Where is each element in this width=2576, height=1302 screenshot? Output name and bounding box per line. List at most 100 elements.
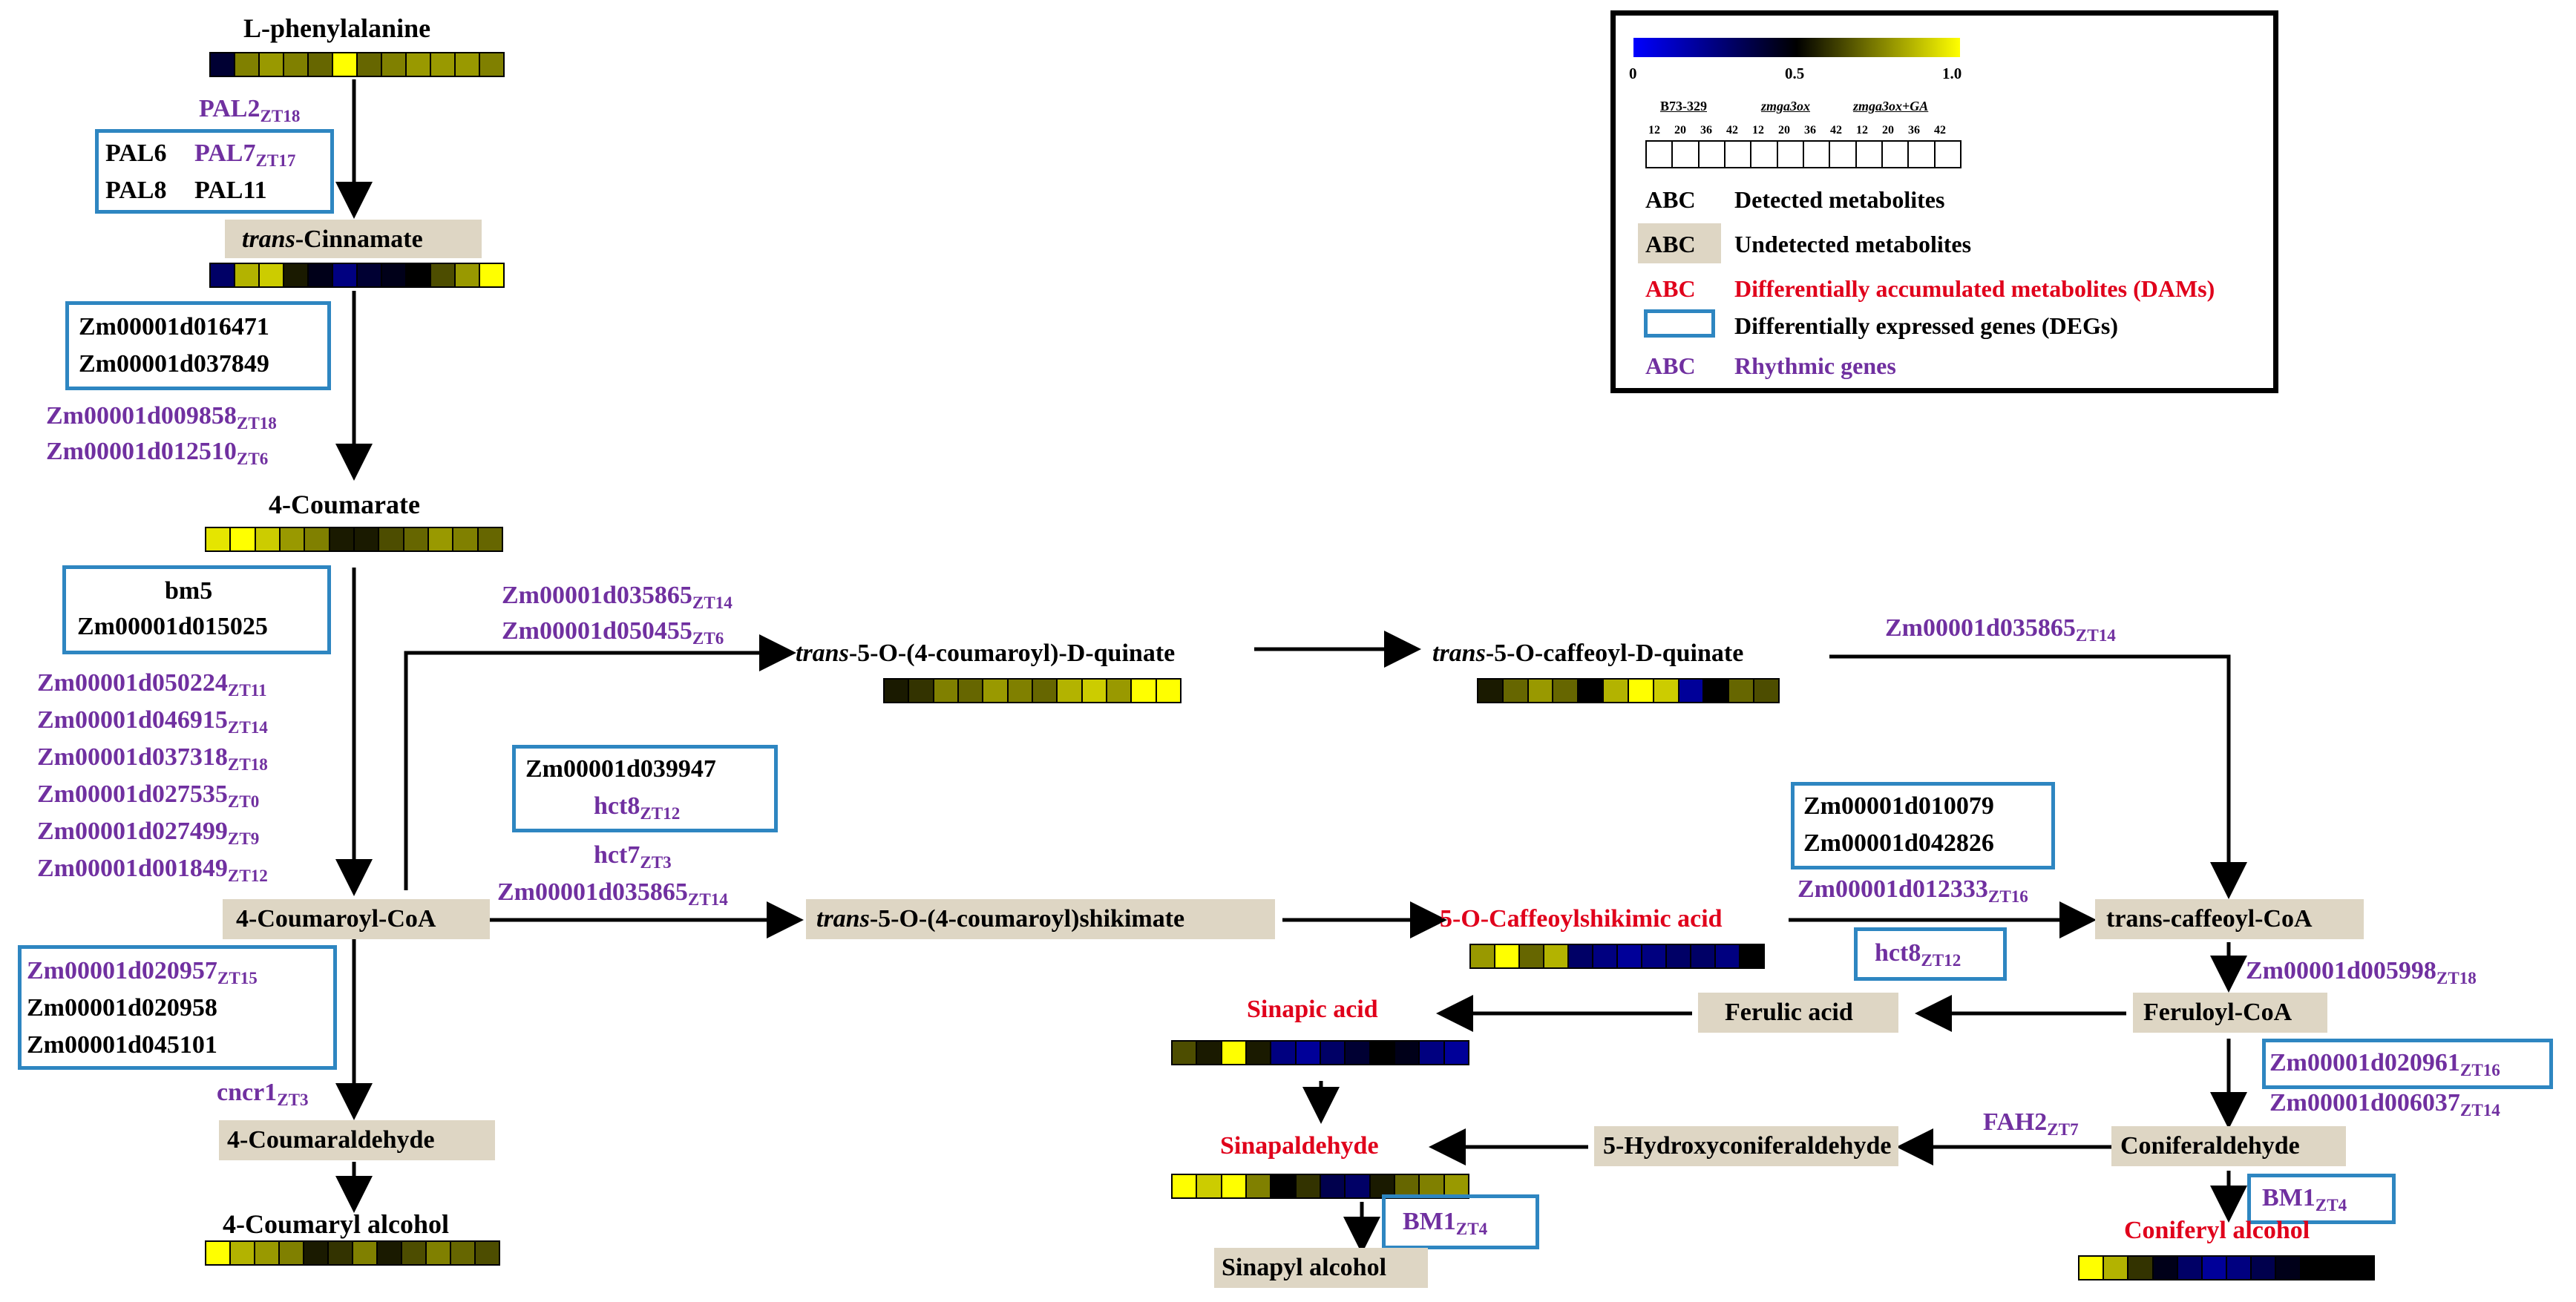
heatmap-cell-trans-cinnamate-11 (456, 264, 480, 286)
heatmap-cell-sinapic-acid-10 (1394, 1042, 1420, 1064)
heatmap-cell-l-phenylalanine-6 (333, 53, 358, 76)
gene-c4h-c: Zm00001d009858ZT18 (46, 402, 277, 433)
gene-4cl-a: Zm00001d015025 (77, 613, 268, 640)
heatmap-cell-sinapic-acid-5 (1271, 1042, 1297, 1064)
gene-hct8b: hct8ZT12 (1875, 939, 1962, 970)
heatmap-cell-sinapic-acid-9 (1370, 1042, 1395, 1064)
heatmap-cell-coumaroyl-quinate-7 (1032, 680, 1058, 702)
heatmap-4-coumaryl-alcohol (205, 1240, 500, 1266)
gene-c3h-c: Zm00001d012333ZT16 (1797, 875, 2028, 907)
gene-caffeoyl-quinate: Zm00001d035865ZT14 (1885, 614, 2116, 645)
heatmap-4-coumarate (205, 527, 503, 552)
gene-c3h-a: Zm00001d010079 (1803, 792, 1994, 820)
heatmap-cell-coumarate-11 (453, 528, 479, 550)
heatmap-cell-l-phenylalanine-1 (211, 53, 235, 76)
legend-rhythmic-label: Rhythmic genes (1734, 352, 1896, 379)
deg-box-c4h (65, 301, 331, 390)
heatmap-cell-caffeoylshikimic-2 (1495, 945, 1520, 967)
box-4-coumaroyl-coa (223, 899, 490, 939)
deg-box-bm1a (1382, 1194, 1539, 1249)
legend-zt-label-2: 20 (1674, 124, 1686, 137)
legend-zt-label-10: 20 (1882, 124, 1894, 137)
heatmap-cell-l-phenylalanine-9 (407, 53, 431, 76)
heatmap-cell-caffeoyl-quinate-12 (1754, 680, 1778, 702)
metabolite-trans-caffeoyl-coa: trans-caffeoyl-CoA (2106, 905, 2313, 933)
deg-box-c3h (1791, 782, 2055, 869)
gene-ccr-a: Zm00001d020957ZT15 (27, 957, 258, 988)
heatmap-cell-trans-cinnamate-3 (260, 264, 284, 286)
heatmap-sinapic-acid (1171, 1040, 1469, 1065)
gene-4cl-f: Zm00001d027499ZT9 (37, 818, 260, 849)
heatmap-cell-coumaryl-alcohol-7 (353, 1242, 378, 1264)
heatmap-cell-coniferyl-alcohol-2 (2104, 1257, 2129, 1279)
heatmap-cell-coumaryl-alcohol-12 (476, 1242, 499, 1264)
heatmap-cell-sinapaldehyde-7 (1320, 1175, 1346, 1197)
gene-bm1a: BM1ZT4 (1403, 1208, 1488, 1239)
legend-zt-label-1: 12 (1648, 124, 1660, 137)
heatmap-cell-coniferyl-alcohol-3 (2128, 1257, 2154, 1279)
heatmap-cell-caffeoyl-quinate-7 (1628, 680, 1654, 702)
heatmap-cell-coumaryl-alcohol-6 (329, 1242, 353, 1264)
heatmap-cell-caffeoylshikimic-8 (1642, 945, 1667, 967)
heatmap-coumaroyl-quinate (883, 678, 1182, 703)
heatmap-cell-sinapaldehyde-2 (1197, 1175, 1222, 1197)
heatmap-cell-caffeoyl-quinate-2 (1503, 680, 1529, 702)
heatmap-cell-coumaroyl-quinate-1 (885, 680, 910, 702)
heatmap-cell-coumarate-9 (404, 528, 429, 550)
legend-zt-label-12: 42 (1934, 124, 1946, 137)
heatmap-cell-trans-cinnamate-5 (309, 264, 333, 286)
box-coumaroyl-shikimate (806, 899, 1275, 939)
gene-hct7: hct7ZT3 (594, 841, 672, 872)
heatmap-cell-coumarate-12 (478, 528, 502, 550)
legend-tick-10: 1.0 (1942, 65, 1962, 82)
heatmap-cell-trans-cinnamate-6 (333, 264, 358, 286)
heatmap-cell-coniferyl-alcohol-11 (2325, 1257, 2350, 1279)
legend-group-b73: B73-329 (1660, 99, 1707, 114)
metabolite-4-coumaryl-alcohol: 4-Coumaryl alcohol (223, 1209, 449, 1239)
heatmap-cell-coumaryl-alcohol-5 (304, 1242, 329, 1264)
arrow-coumaroylcoa-quinate (404, 634, 796, 890)
heatmap-cell-sinapaldehyde-11 (1420, 1175, 1445, 1197)
heatmap-cell-coumaryl-alcohol-11 (451, 1242, 476, 1264)
heatmap-l-phenylalanine (209, 52, 505, 77)
deg-box-ccr2 (2262, 1039, 2553, 1089)
heatmap-cell-coumaryl-alcohol-3 (255, 1242, 280, 1264)
gene-4cl-c: Zm00001d046915ZT14 (37, 706, 268, 737)
heatmap-cell-coumaryl-alcohol-1 (206, 1242, 231, 1264)
heatmap-cell-caffeoyl-quinate-4 (1553, 680, 1579, 702)
legend-dams-label: Differentially accumulated metabolites (… (1734, 275, 2215, 302)
heatmap-cell-coumarate-4 (280, 528, 306, 550)
heatmap-cell-caffeoyl-quinate-3 (1528, 680, 1554, 702)
heatmap-cell-coniferyl-alcohol-10 (2301, 1257, 2326, 1279)
heatmap-cell-coumaryl-alcohol-4 (280, 1242, 304, 1264)
legend-undetected-swatch (1638, 223, 1721, 263)
heatmap-cell-trans-cinnamate-10 (431, 264, 456, 286)
heatmap-sinapaldehyde (1171, 1174, 1469, 1199)
gene-quinate-a: Zm00001d035865ZT14 (502, 582, 733, 613)
legend-zt-label-6: 20 (1778, 124, 1790, 137)
heatmap-trans-cinnamate (209, 263, 505, 288)
legend-zt-label-4: 42 (1726, 124, 1738, 137)
legend-deg-swatch (1644, 309, 1715, 338)
heatmap-cell-trans-cinnamate-2 (235, 264, 260, 286)
heatmap-cell-coumarate-3 (255, 528, 281, 550)
box-hydroxyconiferaldehyde (1594, 1126, 1898, 1166)
heatmap-cell-sinapaldehyde-12 (1444, 1175, 1468, 1197)
gene-hct-a: Zm00001d039947 (525, 755, 716, 783)
gene-hct8: hct8ZT12 (594, 792, 681, 823)
heatmap-cell-caffeoylshikimic-11 (1716, 945, 1740, 967)
heatmap-cell-sinapic-acid-8 (1346, 1042, 1371, 1064)
metabolite-4-coumaroyl-coa: 4-Coumaroyl-CoA (236, 905, 436, 933)
gene-bm1b: BM1ZT4 (2262, 1184, 2347, 1215)
deg-box-hct (512, 745, 778, 832)
legend-dams-abc: ABC (1645, 275, 1696, 302)
heatmap-cell-trans-cinnamate-4 (284, 264, 309, 286)
heatmap-cell-caffeoyl-quinate-10 (1704, 680, 1730, 702)
heatmap-cell-trans-cinnamate-12 (480, 264, 503, 286)
heatmap-cell-coumaroyl-quinate-12 (1156, 680, 1180, 702)
heatmap-cell-caffeoyl-quinate-6 (1604, 680, 1629, 702)
metabolite-hydroxyconiferaldehyde: 5-Hydroxyconiferaldehyde (1603, 1132, 1892, 1160)
heatmap-cell-sinapaldehyde-9 (1370, 1175, 1395, 1197)
